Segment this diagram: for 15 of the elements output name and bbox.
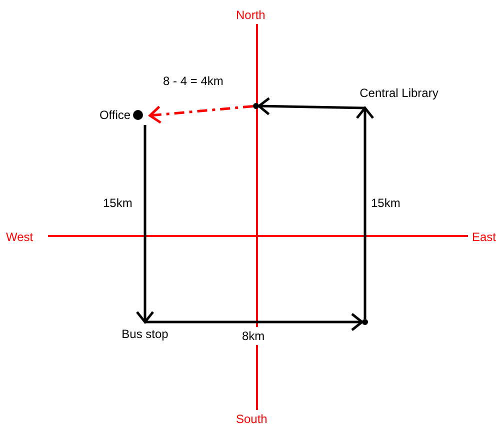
compass-direction: East xyxy=(472,229,496,246)
arrow xyxy=(145,312,364,332)
compass-direction: South xyxy=(236,411,268,427)
place-label: Bus stop xyxy=(122,326,168,343)
arrow xyxy=(148,105,254,124)
corner-point xyxy=(253,103,259,109)
arrow xyxy=(356,106,374,319)
corner-point xyxy=(362,319,368,325)
place-label: Central Library xyxy=(360,85,438,102)
arrow xyxy=(136,125,154,324)
arrow xyxy=(258,97,366,116)
place-label: Office xyxy=(99,107,131,124)
compass-direction: West xyxy=(6,229,34,246)
compass-direction: North xyxy=(236,7,266,24)
distance-label: 8km xyxy=(241,327,266,345)
